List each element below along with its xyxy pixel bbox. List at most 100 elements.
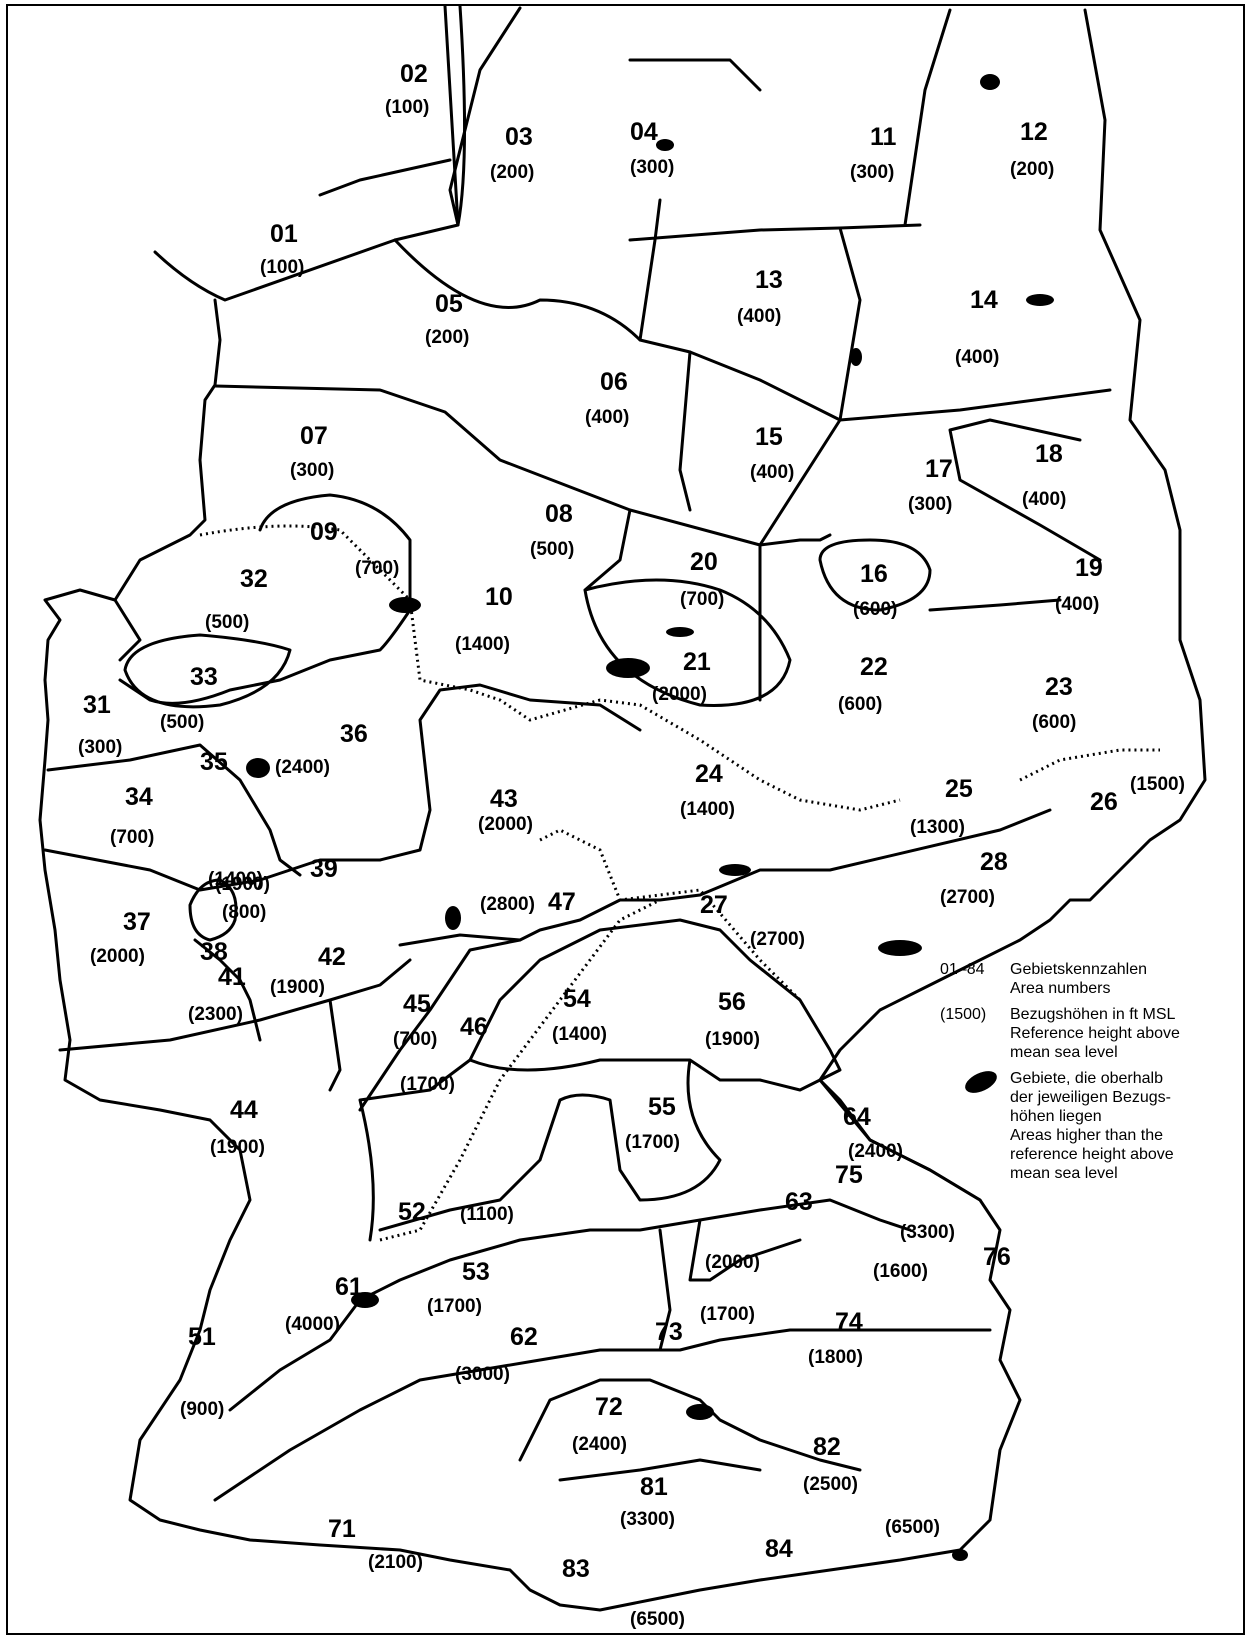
area-number: 18 bbox=[1035, 440, 1063, 468]
area-number: 26 bbox=[1090, 788, 1118, 816]
legend-area-numbers: 01–84 Gebietskennzahlen Area numbers bbox=[940, 960, 1240, 998]
area-height: (300) bbox=[78, 737, 122, 758]
area-number: 55 bbox=[648, 1093, 676, 1121]
area-height: (100) bbox=[385, 97, 429, 118]
area-number: 56 bbox=[718, 988, 746, 1016]
legend-blob-en-1: Areas higher than the bbox=[1010, 1127, 1163, 1144]
area-number: 11 bbox=[870, 123, 897, 151]
area-number: 73 bbox=[655, 1318, 683, 1346]
map-legend: 01–84 Gebietskennzahlen Area numbers (15… bbox=[940, 960, 1240, 1190]
area-number: 51 bbox=[188, 1323, 216, 1351]
area-height: (1900) bbox=[210, 1137, 265, 1158]
area-height: (1900) bbox=[705, 1029, 760, 1050]
area-number: 27 bbox=[700, 891, 728, 919]
area-height: (300) bbox=[630, 157, 674, 178]
border-central-1 bbox=[678, 226, 1102, 562]
area-number: 02 bbox=[400, 60, 428, 88]
border-north-3 bbox=[318, 4, 952, 342]
area-height: (1900) bbox=[215, 874, 270, 895]
area-height: (6500) bbox=[885, 1517, 940, 1538]
area-number: 39 bbox=[310, 855, 338, 883]
area-height: (300) bbox=[850, 162, 894, 183]
area-number: 31 bbox=[83, 691, 111, 719]
area-height: (700) bbox=[680, 589, 724, 610]
area-number: 75 bbox=[835, 1161, 863, 1189]
area-height: (300) bbox=[908, 494, 952, 515]
area-number: 34 bbox=[125, 783, 153, 811]
area-height: (1400) bbox=[680, 799, 735, 820]
border-center-4 bbox=[398, 808, 1052, 947]
area-height: (400) bbox=[585, 407, 629, 428]
area-number: 12 bbox=[1020, 118, 1048, 146]
area-number: 44 bbox=[230, 1096, 258, 1124]
area-number: 10 bbox=[485, 583, 513, 611]
area-height: (200) bbox=[425, 327, 469, 348]
area-height: (700) bbox=[393, 1029, 437, 1050]
area-number: 35 bbox=[200, 748, 228, 776]
area-height: (1700) bbox=[400, 1074, 455, 1095]
area-number: 42 bbox=[318, 943, 346, 971]
area-height: (1600) bbox=[873, 1261, 928, 1282]
area-number: 72 bbox=[595, 1393, 623, 1421]
area-height: (4000) bbox=[285, 1314, 340, 1335]
area-height: (400) bbox=[1055, 594, 1099, 615]
map-frame bbox=[6, 4, 1245, 1635]
area-number: 32 bbox=[240, 565, 268, 593]
area-number: 07 bbox=[300, 422, 328, 450]
area-number: 54 bbox=[563, 985, 591, 1013]
area-number: 61 bbox=[335, 1273, 363, 1301]
legend-reference-height: (1500) Bezugshöhen in ft MSL Reference h… bbox=[940, 1005, 1240, 1062]
area-number: 25 bbox=[945, 775, 973, 803]
area-height: (900) bbox=[180, 1399, 224, 1420]
elevation-blobs bbox=[246, 74, 1054, 1561]
area-number: 76 bbox=[983, 1243, 1011, 1271]
area-number: 33 bbox=[190, 663, 218, 691]
area-height: (400) bbox=[1022, 489, 1066, 510]
border-west-3 bbox=[43, 683, 642, 892]
area-height: (400) bbox=[737, 306, 781, 327]
area-height: (200) bbox=[1010, 159, 1054, 180]
area-labels: 01(100) 02(100) 03(200) 04(300) 05(200) … bbox=[78, 60, 1185, 1630]
area-height: (2500) bbox=[803, 1474, 858, 1495]
area-number: 53 bbox=[462, 1258, 490, 1286]
area-height: (700) bbox=[110, 827, 154, 848]
area-number: 28 bbox=[980, 848, 1008, 876]
area-number: 45 bbox=[403, 990, 431, 1018]
area-height: (800) bbox=[222, 902, 266, 923]
area-number: 46 bbox=[460, 1013, 488, 1041]
area-number: 64 bbox=[843, 1103, 871, 1131]
country-outline bbox=[38, 4, 1207, 1612]
area-height: (1700) bbox=[625, 1132, 680, 1153]
legend-height-en-1: Reference height above bbox=[1010, 1025, 1180, 1042]
area-height: (2300) bbox=[188, 1004, 243, 1025]
area-number: 24 bbox=[695, 760, 723, 788]
area-number: 52 bbox=[398, 1198, 426, 1226]
area-height: (2700) bbox=[750, 929, 805, 950]
legend-area-en: Area numbers bbox=[1010, 980, 1111, 997]
area-number: 13 bbox=[755, 266, 783, 294]
area-height: (2000) bbox=[478, 814, 533, 835]
area-height: (2800) bbox=[480, 894, 535, 915]
legend-height-de: Bezugshöhen in ft MSL bbox=[1010, 1006, 1176, 1023]
legend-area-de: Gebietskennzahlen bbox=[1010, 961, 1147, 978]
area-number: 09 bbox=[310, 518, 338, 546]
area-height: (500) bbox=[160, 712, 204, 733]
area-number: 22 bbox=[860, 653, 888, 681]
area-number: 03 bbox=[505, 123, 533, 151]
area-height: (2700) bbox=[940, 887, 995, 908]
hatch-line-2 bbox=[539, 748, 1160, 1002]
area-height: (400) bbox=[750, 462, 794, 483]
border-central-2 bbox=[818, 538, 1062, 612]
area-height: (700) bbox=[355, 558, 399, 579]
legend-elevated-areas: Gebiete, die oberhalb der jeweiligen Bez… bbox=[940, 1066, 1240, 1183]
area-height: (1300) bbox=[910, 817, 965, 838]
legend-height-key: (1500) bbox=[940, 1006, 987, 1023]
border-west-1 bbox=[113, 493, 412, 705]
legend-blob-en-3: mean sea level bbox=[1010, 1165, 1118, 1182]
border-south-2 bbox=[378, 1058, 982, 1232]
area-height: (200) bbox=[490, 162, 534, 183]
area-height: (2000) bbox=[652, 684, 707, 705]
area-number: 05 bbox=[435, 290, 463, 318]
hatch-line-3 bbox=[379, 898, 661, 1242]
